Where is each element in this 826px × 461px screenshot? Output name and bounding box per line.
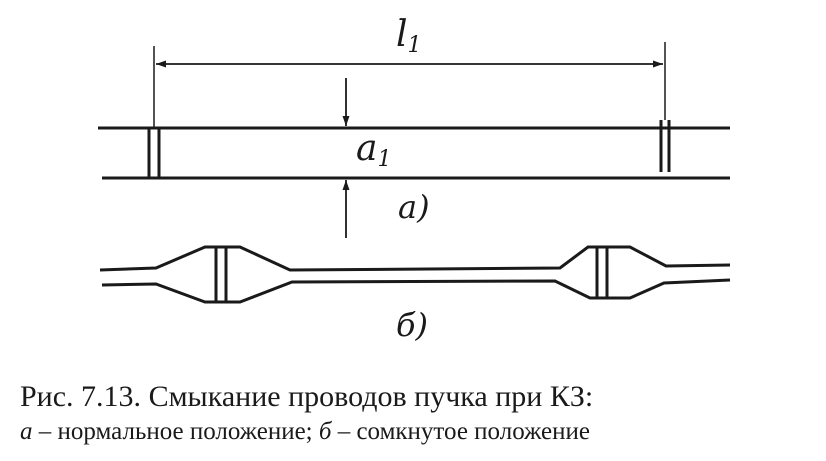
span-length-label: l1 [396,14,422,58]
part-b-label: б) [396,306,428,344]
legend-b-text: – сомкнутое положение [331,418,590,445]
part-b-closed [99,245,731,304]
legend-a-text: – нормальное положение; [32,418,319,445]
legend-b-letter: б [318,418,332,445]
caption-legend-line: а – нормальное положение; б – сомкнутое … [20,416,820,448]
spacer-right [659,120,671,172]
gap-distance-label: a1 [356,128,391,172]
bundle-conductor-diagram: l1 a1 а) б) [98,14,731,344]
figure-number: Рис. 7.13. [20,380,142,413]
spacer-right-closed [595,247,609,298]
figure-title: Смыкание проводов пучка при КЗ: [148,380,594,413]
part-a-normal [98,42,730,238]
legend-a-letter: а [20,418,33,445]
spacer-left [147,128,161,178]
part-a-label: а) [398,188,430,226]
lower-conductor-closed [101,278,731,304]
spacer-left-closed [214,247,228,302]
caption-title-line: Рис. 7.13. Смыкание проводов пучка при К… [20,378,820,416]
figure-caption: Рис. 7.13. Смыкание проводов пучка при К… [20,378,820,448]
upper-conductor-closed [99,245,731,272]
